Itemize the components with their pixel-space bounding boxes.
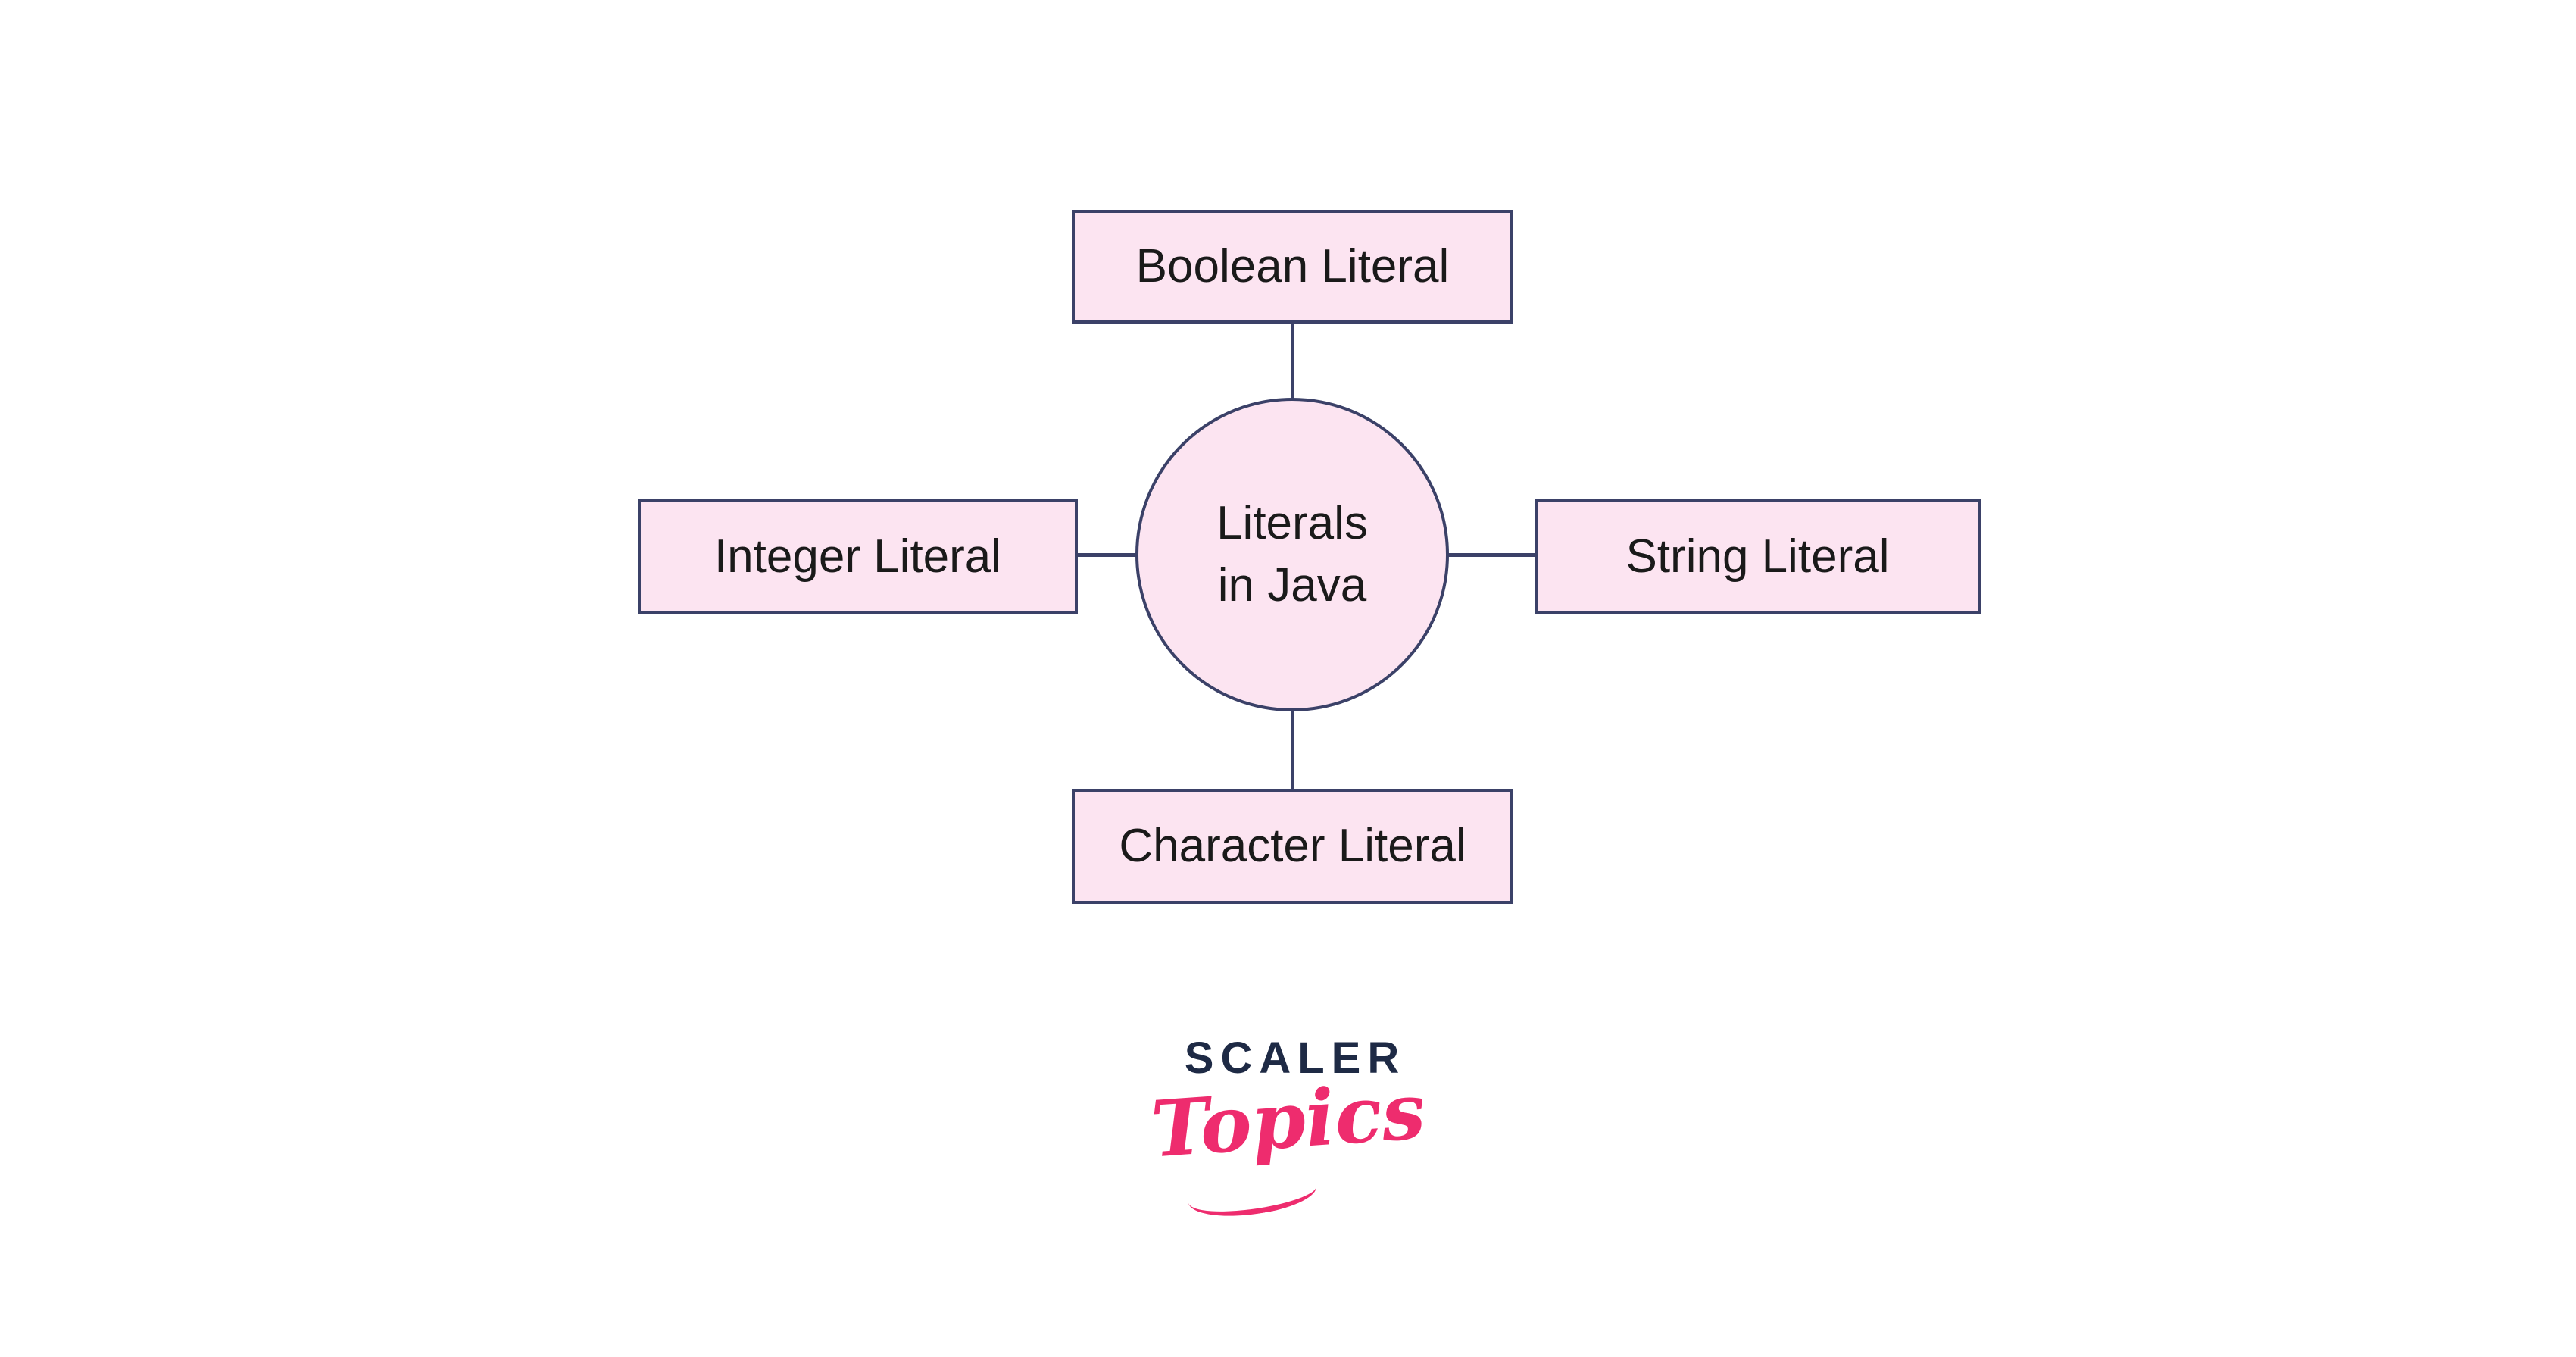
node-boolean-literal: Boolean Literal (1072, 210, 1513, 324)
logo-sub-text: Topics (1148, 1065, 1429, 1176)
node-integer-literal: Integer Literal (638, 499, 1078, 614)
connector-center-to-string (1447, 553, 1537, 557)
node-string-literal: String Literal (1535, 499, 1981, 614)
center-node-label-line1: Literals (1216, 497, 1368, 550)
center-node-literals-in-java: Literals in Java (1135, 398, 1449, 711)
scaler-topics-logo: SCALER Topics (1148, 1033, 1429, 1226)
node-integer-literal-label: Integer Literal (713, 530, 1002, 583)
connector-center-to-boolean (1291, 321, 1294, 400)
connector-center-to-integer (1076, 553, 1138, 557)
node-boolean-literal-label: Boolean Literal (1135, 240, 1450, 292)
node-character-literal-label: Character Literal (1119, 820, 1466, 872)
node-string-literal-label: String Literal (1625, 530, 1890, 583)
connector-center-to-character (1291, 709, 1294, 791)
node-character-literal: Character Literal (1072, 789, 1513, 904)
logo-brand-text: SCALER (1184, 1033, 1407, 1083)
logo-swash-stroke (1185, 1163, 1319, 1226)
center-node-label-line2: in Java (1217, 559, 1367, 611)
